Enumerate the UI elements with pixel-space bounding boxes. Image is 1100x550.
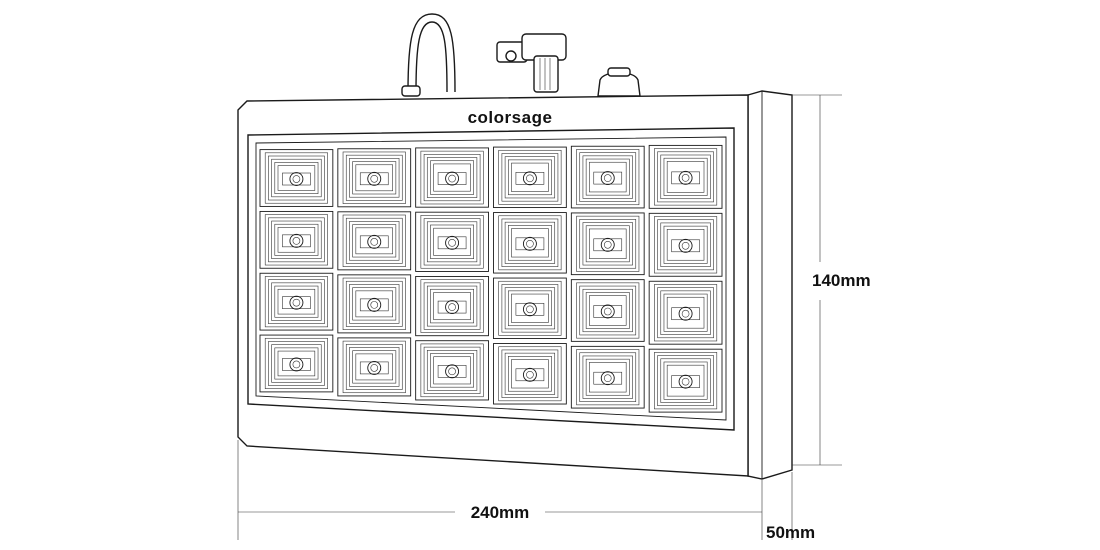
led-cell <box>337 274 412 334</box>
led-cell <box>570 345 645 409</box>
cable-grommet <box>401 85 421 97</box>
led-cell <box>259 210 334 269</box>
led-cell <box>648 144 723 209</box>
brand-logo: colorsage <box>468 108 553 127</box>
led-cell <box>337 337 412 397</box>
depth-dimension-label: 50mm <box>766 523 815 542</box>
led-cell <box>415 275 489 337</box>
led-cell <box>493 277 567 339</box>
led-cells <box>259 144 723 413</box>
dimension-lines <box>237 94 842 540</box>
led-cell <box>493 146 567 209</box>
led-cell <box>570 279 645 342</box>
housing-side <box>747 90 793 480</box>
led-cell <box>415 211 489 272</box>
led-cell <box>259 334 334 393</box>
width-dimension-label: 240mm <box>471 503 530 522</box>
led-cell <box>570 212 645 276</box>
led-cell <box>570 145 645 209</box>
led-cell <box>415 147 489 208</box>
led-cell <box>648 212 723 277</box>
led-cell <box>648 348 723 413</box>
led-cell <box>493 212 567 274</box>
sensor-dome <box>597 67 641 97</box>
power-cable <box>407 13 456 93</box>
led-cell <box>493 343 567 405</box>
led-cell <box>337 148 412 208</box>
bracket-knob <box>496 33 567 93</box>
led-panel <box>247 127 735 431</box>
led-cell <box>648 280 723 345</box>
led-cell <box>415 340 489 401</box>
top-connectors <box>401 13 641 97</box>
led-cell <box>337 211 412 271</box>
led-cell <box>259 149 334 207</box>
led-cell <box>259 272 334 331</box>
height-dimension-label: 140mm <box>812 271 871 290</box>
